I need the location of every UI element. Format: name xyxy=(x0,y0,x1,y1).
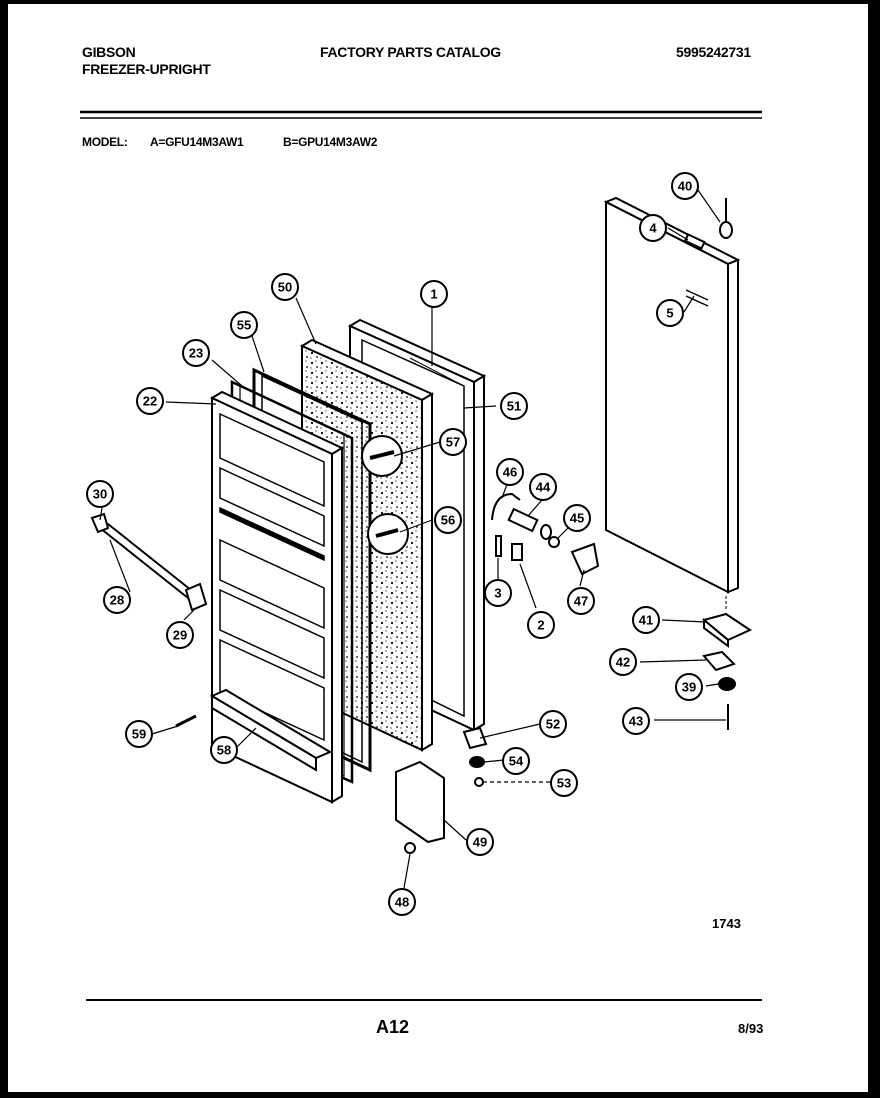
callout-label-47: 47 xyxy=(574,594,588,609)
door-handle xyxy=(90,512,208,612)
callout-circle-44 xyxy=(529,473,557,501)
bottom-hinge-parts xyxy=(701,612,753,730)
model-label: MODEL: xyxy=(82,135,128,149)
callout-circle-53 xyxy=(550,769,578,797)
callout-label-57: 57 xyxy=(446,435,460,450)
callout-label-39: 39 xyxy=(682,680,696,695)
callout-label-5: 5 xyxy=(666,306,673,321)
callout-label-1: 1 xyxy=(430,287,437,302)
callout-label-55: 55 xyxy=(237,318,251,333)
callout-label-49: 49 xyxy=(473,835,487,850)
callout-circle-49 xyxy=(466,828,494,856)
callout-label-29: 29 xyxy=(173,628,187,643)
callout-label-53: 53 xyxy=(557,776,571,791)
callout-circle-29 xyxy=(166,621,194,649)
callout-circle-52 xyxy=(539,710,567,738)
callout-label-42: 42 xyxy=(616,655,630,670)
revision-date: 8/93 xyxy=(738,1021,763,1036)
page-number: A12 xyxy=(376,1017,409,1037)
bottom-trim xyxy=(209,688,333,772)
callout-circle-59 xyxy=(125,720,153,748)
callout-label-50: 50 xyxy=(278,280,292,295)
callout-label-59: 59 xyxy=(132,727,146,742)
callout-circle-55 xyxy=(230,311,258,339)
callout-circle-3 xyxy=(484,579,512,607)
callout-circle-42 xyxy=(609,648,637,676)
callout-circle-54 xyxy=(502,747,530,775)
callout-circle-51 xyxy=(500,392,528,420)
callout-circle-46 xyxy=(496,458,524,486)
brand-name: GIBSON xyxy=(82,44,136,60)
callout-circle-2 xyxy=(527,611,555,639)
model-b: B=GPU14M3AW2 xyxy=(283,135,378,149)
header-rules xyxy=(80,110,762,119)
callout-circle-47 xyxy=(567,587,595,615)
callout-label-23: 23 xyxy=(189,346,203,361)
callout-leaders xyxy=(99,189,726,889)
callout-label-56: 56 xyxy=(441,513,455,528)
latch-parts xyxy=(491,492,600,576)
callout-circle-41 xyxy=(632,606,660,634)
product-type: FREEZER-UPRIGHT xyxy=(82,61,211,77)
callout-label-30: 30 xyxy=(93,487,107,502)
callout-label-45: 45 xyxy=(570,511,584,526)
callout-circle-1 xyxy=(420,280,448,308)
callout-label-48: 48 xyxy=(395,895,409,910)
callout-circle-22 xyxy=(136,387,164,415)
callout-label-28: 28 xyxy=(110,593,124,608)
figure-number: 1743 xyxy=(712,916,741,931)
callout-label-51: 51 xyxy=(507,399,521,414)
callout-circle-58 xyxy=(210,736,238,764)
callout-label-54: 54 xyxy=(509,754,524,769)
callout-label-46: 46 xyxy=(503,465,517,480)
catalog-title: FACTORY PARTS CATALOG xyxy=(320,44,501,60)
callout-label-4: 4 xyxy=(649,221,657,236)
callout-circle-28 xyxy=(103,586,131,614)
callout-label-22: 22 xyxy=(143,394,157,409)
callout-circle-45 xyxy=(563,504,591,532)
callout-circle-23 xyxy=(182,339,210,367)
callout-circle-4 xyxy=(639,214,667,242)
callout-label-58: 58 xyxy=(217,743,231,758)
callout-circle-40 xyxy=(671,172,699,200)
outer-door-panel xyxy=(603,196,741,594)
callout-circle-48 xyxy=(388,888,416,916)
callout-label-44: 44 xyxy=(536,480,551,495)
callout-circle-39 xyxy=(675,673,703,701)
model-a: A=GFU14M3AW1 xyxy=(150,135,244,149)
callout-label-3: 3 xyxy=(494,586,501,601)
catalog-number: 5995242731 xyxy=(676,44,751,60)
callout-circle-5 xyxy=(656,299,684,327)
callout-label-40: 40 xyxy=(678,179,692,194)
callout-circle-43 xyxy=(622,707,650,735)
callout-label-2: 2 xyxy=(537,618,544,633)
screw-detail-circles xyxy=(361,435,409,555)
hinge-bracket-parts xyxy=(175,714,488,854)
top-hinge-pin xyxy=(719,198,733,239)
callout-circle-57 xyxy=(439,428,467,456)
callout-circle-50 xyxy=(271,273,299,301)
callout-circle-56 xyxy=(434,506,462,534)
callout-circle-30 xyxy=(86,480,114,508)
callout-label-43: 43 xyxy=(629,714,643,729)
callout-label-41: 41 xyxy=(639,613,653,628)
callout-label-52: 52 xyxy=(546,717,560,732)
